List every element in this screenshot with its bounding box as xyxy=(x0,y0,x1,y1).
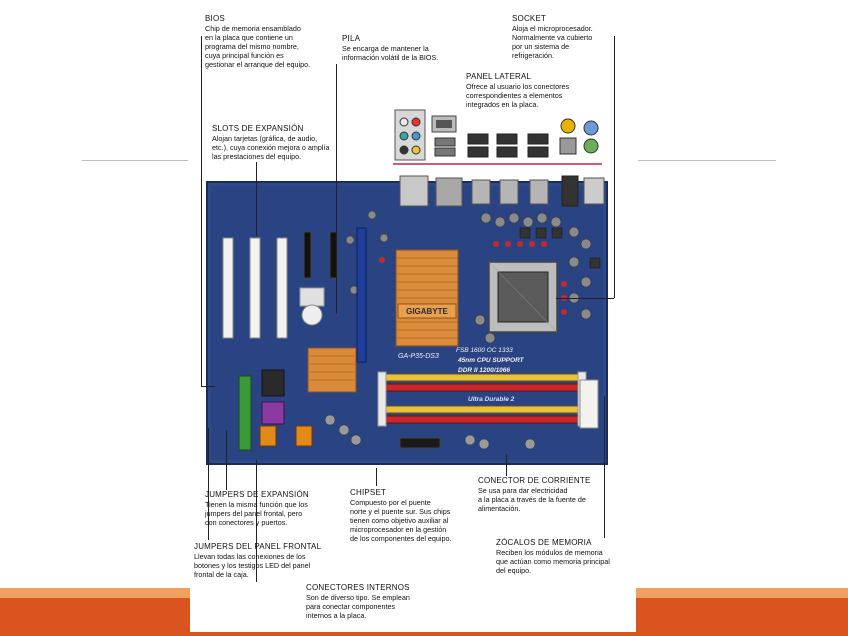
label-jumpers-frontal-title: JUMPERS DEL PANEL FRONTAL xyxy=(194,542,322,551)
label-slots-desc: Alojan tarjetas (gráfica, de audio, etc.… xyxy=(212,134,330,161)
label-conector-corriente-desc: Se usa para dar electricidad a la placa … xyxy=(478,486,586,513)
pcie-x16-slot xyxy=(356,227,367,363)
label-zocalos: ZÓCALOS DE MEMORIA Reciben los módulos d… xyxy=(496,538,632,575)
board-brand-text: GIGABYTE xyxy=(406,307,448,316)
label-conectores-internos-title: CONECTORES INTERNOS xyxy=(306,583,410,592)
label-pila-title: PILA xyxy=(342,34,361,43)
pila-line-v xyxy=(336,64,337,314)
power-connector xyxy=(579,379,599,429)
label-conectores-internos: CONECTORES INTERNOS Son de diverso tipo.… xyxy=(306,583,436,620)
bios-battery xyxy=(301,304,323,326)
label-jumpers-expansion: JUMPERS DE EXPANSIÓN Tienen la misma fun… xyxy=(205,490,337,527)
socket-line-v xyxy=(614,36,615,298)
model-text: GA-P35-DS3 xyxy=(398,353,439,360)
zocalos-line xyxy=(604,396,605,538)
jumpers-line xyxy=(226,430,227,490)
label-chipset: CHIPSET Compuesto por el puente norte y … xyxy=(350,488,480,543)
support-text: 45nm CPU SUPPORT xyxy=(457,357,525,364)
label-socket-desc: Aloja el microprocesador. Normalmente va… xyxy=(512,24,593,60)
label-socket-title: SOCKET xyxy=(512,14,547,23)
label-conector-corriente: CONECTOR DE CORRIENTE Se usa para dar el… xyxy=(478,476,618,513)
socket-line-h xyxy=(556,298,614,299)
label-panel-lateral: PANEL LATERAL Ofrece al usuario los cone… xyxy=(466,72,606,109)
corriente-line xyxy=(506,454,507,476)
label-bios-title: BIOS xyxy=(205,14,225,23)
chipset-line xyxy=(376,468,377,486)
label-slots: SLOTS DE EXPANSIÓN Alojan tarjetas (gráf… xyxy=(212,124,362,161)
label-zocalos-desc: Reciben los módulos de memoria que actúa… xyxy=(496,548,610,575)
ddr-text: DDR II 1200/1066 xyxy=(458,367,510,374)
label-bios: BIOS Chip de memoria ensamblado en la pl… xyxy=(205,14,340,69)
fsb-text: FSB 1600 OC 1333 xyxy=(456,347,513,354)
rear-panel-photo xyxy=(393,109,602,165)
label-jumpers-expansion-title: JUMPERS DE EXPANSIÓN xyxy=(205,490,309,499)
label-jumpers-frontal: JUMPERS DEL PANEL FRONTAL Llevan todas l… xyxy=(194,542,334,579)
pci-slots xyxy=(222,237,288,339)
bios-line-h xyxy=(201,386,215,387)
green-connector xyxy=(238,375,252,451)
frontal-line xyxy=(208,428,209,540)
label-panel-lateral-title: PANEL LATERAL xyxy=(466,72,532,81)
label-jumpers-frontal-desc: Llevan todas las conexiones de los boton… xyxy=(194,552,311,579)
label-socket: SOCKET Aloja el microprocesador. Normalm… xyxy=(512,14,622,60)
label-slots-title: SLOTS DE EXPANSIÓN xyxy=(212,124,304,133)
label-bios-desc: Chip de memoria ensamblado en la placa q… xyxy=(205,24,311,69)
ultra-durable-text: Ultra Durable 2 xyxy=(468,396,515,403)
label-zocalos-title: ZÓCALOS DE MEMORIA xyxy=(496,538,592,547)
label-pila-desc: Se encarga de mantener la información vo… xyxy=(342,44,439,62)
label-conectores-internos-desc: Son de diverso tipo. Se emplean para con… xyxy=(306,593,410,620)
bios-line-v xyxy=(201,36,202,386)
internos-line xyxy=(256,460,257,582)
label-jumpers-expansion-desc: Tienen la misma función que los jumpers … xyxy=(205,500,308,527)
label-panel-lateral-desc: Ofrece al usuario los conectores corresp… xyxy=(466,82,570,109)
label-chipset-title: CHIPSET xyxy=(350,488,387,497)
label-pila: PILA Se encarga de mantener la informaci… xyxy=(342,34,472,62)
southbridge-heatsink xyxy=(307,347,357,393)
label-chipset-desc: Compuesto por el puente norte y el puent… xyxy=(350,498,452,543)
slide-rule-left xyxy=(82,160,188,161)
slide-rule-right xyxy=(638,160,776,161)
slots-line xyxy=(256,162,257,236)
label-conector-corriente-title: CONECTOR DE CORRIENTE xyxy=(478,476,591,485)
